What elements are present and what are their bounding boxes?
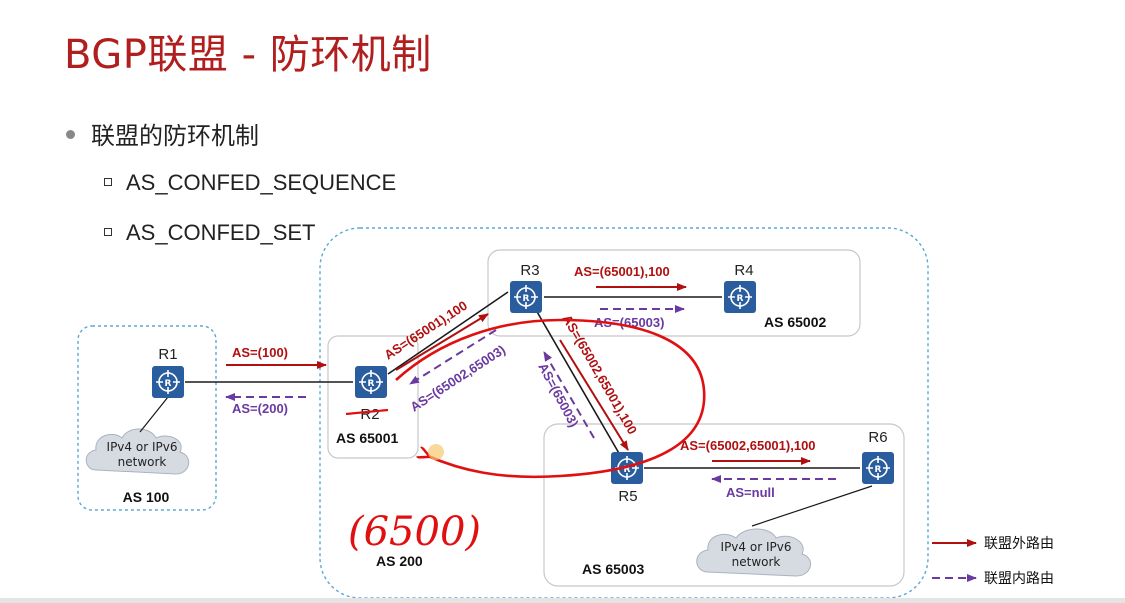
route-label-r5-r3: AS=(65003) — [535, 360, 581, 429]
router-label-r6: R6 — [868, 429, 887, 446]
link-r1-cloud — [139, 396, 169, 433]
area-label-as100: AS 100 — [123, 489, 170, 505]
square-bullet-icon — [104, 228, 112, 237]
cloud-label-line2: network — [732, 555, 781, 569]
router-icon-r6 — [861, 451, 895, 485]
router-icon-r4 — [723, 280, 757, 314]
cloud-label-line1: IPv4 or IPv6 — [107, 440, 178, 454]
sub-item-sequence: AS_CONFED_SEQUENCE — [104, 170, 396, 196]
router-icon-r1 — [151, 365, 185, 399]
link-r2-r3 — [387, 291, 509, 375]
route-arrow-outer — [559, 339, 629, 451]
cloud-label-line1: IPv4 or IPv6 — [721, 540, 792, 554]
route-arrow-inner — [543, 351, 595, 439]
router-label-r2: R2 — [360, 406, 379, 423]
router-label-r1: R1 — [158, 346, 177, 363]
router-icon-r3 — [509, 280, 543, 314]
route-label-r5-r6: AS=(65002,65001),100 — [680, 438, 816, 453]
square-bullet-icon — [104, 178, 112, 187]
area-label-as65003: AS 65003 — [582, 561, 644, 577]
handwritten-loop-annotation — [395, 318, 706, 479]
router-label-r4: R4 — [734, 262, 753, 279]
route-arrow-outer — [395, 313, 489, 371]
sub-item-label: AS_CONFED_SET — [126, 220, 316, 245]
bottom-scroll-strip — [0, 598, 1125, 603]
legend-inner-label: 联盟内路由 — [984, 571, 1054, 587]
legend-outer-label: 联盟外路由 — [984, 536, 1054, 552]
sub-item-set: AS_CONFED_SET — [104, 220, 316, 246]
area-label-as200: AS 200 — [376, 553, 423, 569]
handwritten-note: (6500) — [348, 509, 481, 555]
cloud-icon — [696, 528, 811, 577]
route-label-r2-r1: AS=(200) — [232, 401, 288, 416]
link-r6-cloud — [751, 485, 873, 527]
link-r3-r5 — [535, 309, 621, 456]
route-label-r6-r5: AS=null — [726, 485, 775, 500]
route-arrow-inner — [409, 329, 497, 385]
handwritten-underline — [345, 408, 389, 416]
route-label-r1-r2: AS=(100) — [232, 345, 288, 360]
area-label-as65002: AS 65002 — [764, 314, 826, 330]
area-label-as65001: AS 65001 — [336, 430, 398, 446]
router-icon-r2 — [354, 365, 388, 399]
route-label-r4-r3: AS=(65003) — [594, 315, 664, 330]
router-label-r5: R5 — [618, 488, 637, 505]
bullet-dot-icon — [66, 129, 75, 139]
slide-title: BGP联盟 - 防环机制 — [64, 32, 432, 78]
route-label-r3-r4: AS=(65001),100 — [574, 264, 670, 279]
cloud-label-line2: network — [118, 455, 167, 469]
area-as100-box — [77, 325, 217, 511]
highlight-dot — [428, 444, 444, 460]
bullet-text: 联盟的防环机制 — [91, 122, 259, 150]
sub-item-label: AS_CONFED_SEQUENCE — [126, 170, 397, 195]
bullet-heading: 联盟的防环机制 — [66, 116, 259, 151]
area-as65002-box — [487, 249, 861, 337]
router-label-r3: R3 — [520, 262, 539, 279]
